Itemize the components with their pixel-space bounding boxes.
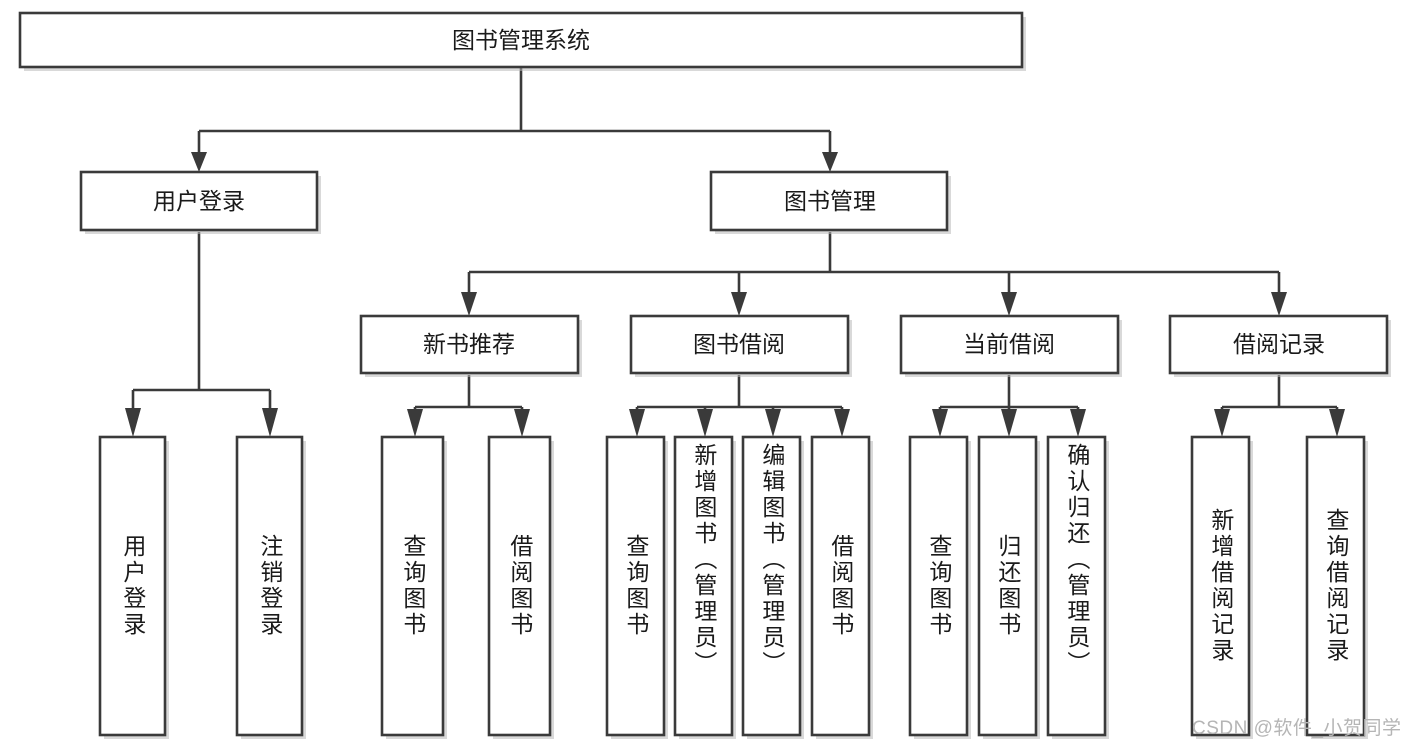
arrowhead-leaf-query-book-2 [629, 409, 645, 437]
node-root-label: 图书管理系统 [452, 27, 590, 53]
connector-group-user-login-to-leaves [125, 232, 278, 437]
connector-group-new-book-recommend-to-leaves [407, 375, 530, 437]
arrowhead-leaf-add-book [697, 409, 713, 437]
node-book-borrow[interactable]: 图书借阅 [629, 314, 852, 377]
arrowhead-leaf-logout [262, 408, 278, 437]
connector-group-book-management-to-level3 [461, 232, 1287, 316]
leaf-boxes [98, 435, 1368, 739]
node-root[interactable]: 图书管理系统 [18, 11, 1026, 71]
arrowhead-leaf-query-book-3 [932, 409, 948, 437]
node-new-book-recommend-rect[interactable] [359, 314, 580, 375]
arrowhead-leaf-user-login [125, 408, 141, 437]
arrowhead-book-management [822, 152, 838, 172]
leaf-query-book-2-rect[interactable] [605, 435, 666, 737]
node-new-book-recommend-label: 新书推荐 [423, 331, 515, 357]
arrowhead-current-borrow [1001, 292, 1017, 316]
connector-group-book-borrow-to-leaves [629, 375, 850, 437]
leaf-borrow-book-2-rect[interactable] [810, 435, 871, 737]
node-root-rect[interactable] [18, 11, 1024, 69]
node-book-borrow-label: 图书借阅 [693, 331, 785, 357]
leaf-user-login-rect[interactable] [98, 435, 167, 737]
arrowhead-leaf-query-book-1 [407, 409, 423, 437]
connector-group-root-to-level2 [191, 67, 838, 172]
arrowhead-leaf-confirm-return [1070, 409, 1086, 437]
leaf-edit-book-rect[interactable] [741, 435, 802, 737]
node-new-book-recommend[interactable]: 新书推荐 [359, 314, 582, 377]
leaf-borrow-book-1-rect[interactable] [487, 435, 552, 737]
arrowhead-leaf-query-record [1329, 409, 1345, 437]
arrowhead-leaf-add-record [1214, 409, 1230, 437]
leaf-query-record-rect[interactable] [1305, 435, 1366, 737]
leaf-query-book-1-rect[interactable] [380, 435, 445, 737]
node-book-management[interactable]: 图书管理 [709, 170, 951, 234]
csdn-watermark: CSDN @软件_小贺同学 [1192, 718, 1402, 739]
leaf-return-book-rect[interactable] [977, 435, 1038, 737]
node-current-borrow-rect[interactable] [899, 314, 1120, 375]
node-borrow-record-label: 借阅记录 [1233, 331, 1325, 357]
leaf-confirm-return-rect[interactable] [1046, 435, 1107, 737]
node-user-login[interactable]: 用户登录 [79, 170, 321, 234]
node-borrow-record-rect[interactable] [1168, 314, 1389, 375]
arrowhead-borrow-record [1271, 292, 1287, 316]
node-book-management-label: 图书管理 [784, 188, 876, 214]
arrowhead-leaf-borrow-book-1 [514, 409, 530, 437]
node-book-borrow-rect[interactable] [629, 314, 850, 375]
connector-group-current-borrow-to-leaves [932, 375, 1086, 437]
node-user-login-rect[interactable] [79, 170, 319, 232]
leaf-add-book-rect[interactable] [673, 435, 734, 737]
node-user-login-label: 用户登录 [153, 188, 245, 214]
leaf-logout-rect[interactable] [235, 435, 304, 737]
arrowhead-leaf-borrow-book-2 [834, 409, 850, 437]
arrowhead-new-book-recommend [461, 292, 477, 316]
leaf-add-record-rect[interactable] [1190, 435, 1251, 737]
connector-group-borrow-record-to-leaves [1214, 375, 1345, 437]
arrowhead-book-borrow [731, 292, 747, 316]
leaf-query-book-3-rect[interactable] [908, 435, 969, 737]
node-current-borrow[interactable]: 当前借阅 [899, 314, 1122, 377]
arrowhead-leaf-return-book [1001, 409, 1017, 437]
node-book-management-rect[interactable] [709, 170, 949, 232]
node-borrow-record[interactable]: 借阅记录 [1168, 314, 1391, 377]
arrowhead-user-login [191, 152, 207, 172]
arrowhead-leaf-edit-book [765, 409, 781, 437]
node-current-borrow-label: 当前借阅 [963, 331, 1055, 357]
